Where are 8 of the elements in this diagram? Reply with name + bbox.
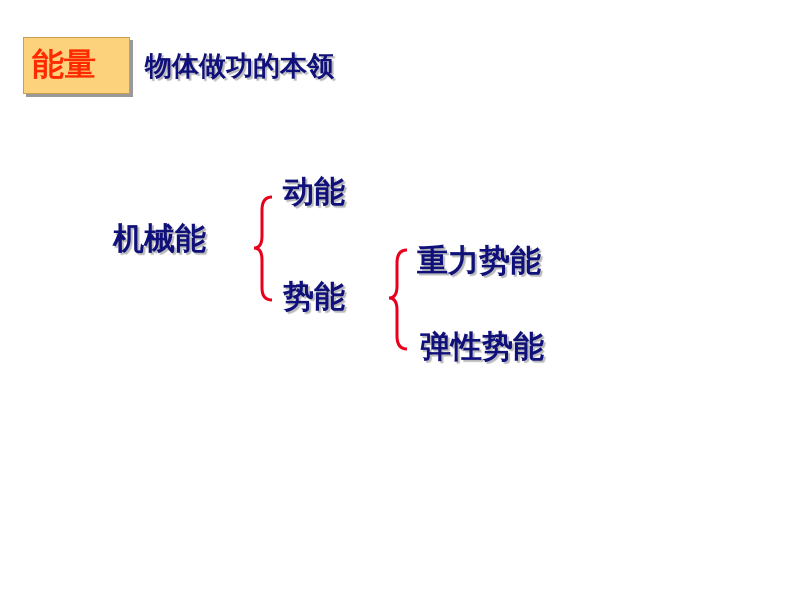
category-label: 动能 bbox=[283, 175, 345, 210]
title-text: 能量 bbox=[32, 47, 96, 82]
title-box bbox=[23, 37, 130, 94]
category-label: 势能 bbox=[283, 280, 345, 314]
category-label: 机械能 bbox=[113, 222, 206, 256]
category-label: 重力势能 bbox=[417, 244, 541, 278]
definition-text: 物体做功的本领 bbox=[145, 52, 334, 82]
category-label: 弹性势能 bbox=[420, 330, 544, 364]
